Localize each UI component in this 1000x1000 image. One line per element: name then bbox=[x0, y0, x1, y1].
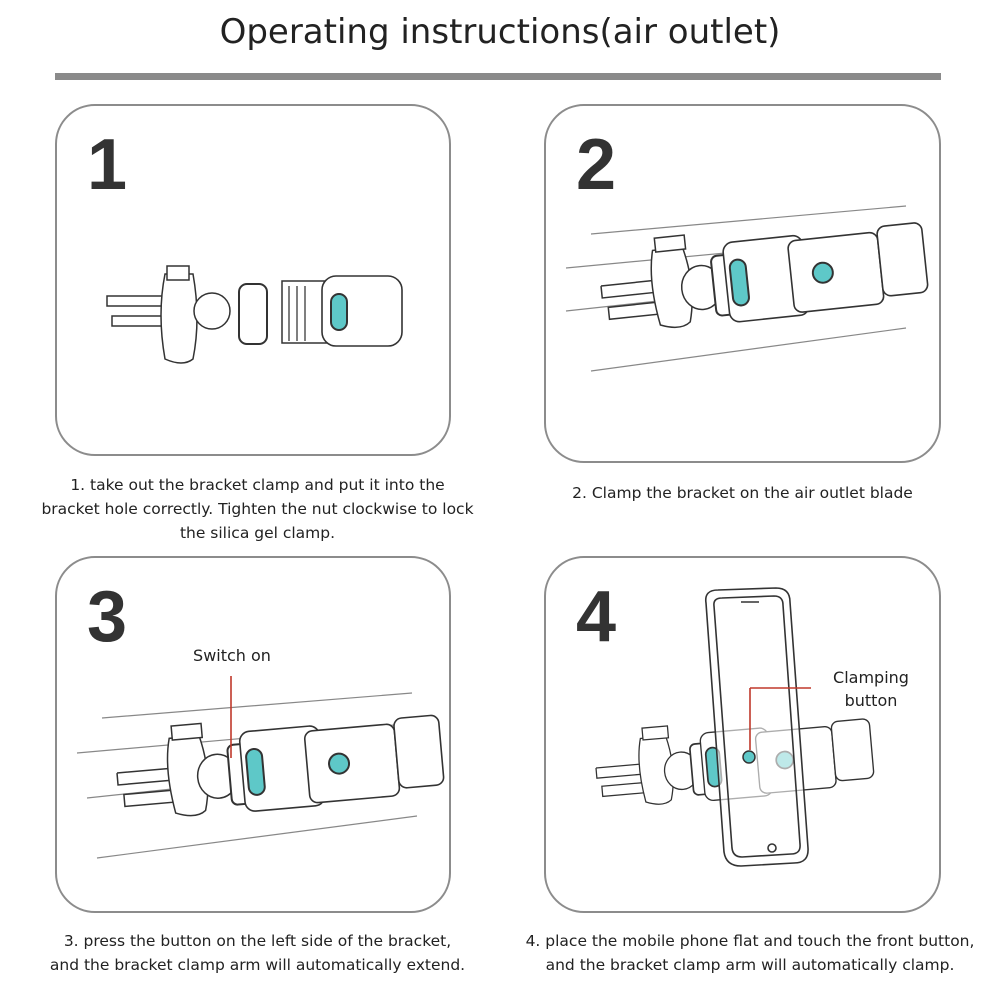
caption-line: and the bracket clamp arm will automatic… bbox=[545, 956, 955, 974]
step-2-caption: 2. Clamp the bracket on the air outlet b… bbox=[545, 481, 940, 505]
label-line: button bbox=[844, 691, 898, 710]
caption-line: and the bracket clamp arm will automatic… bbox=[49, 956, 466, 974]
step-3-panel: 3 Switch on bbox=[55, 556, 451, 913]
step-1-panel: 1 bbox=[55, 104, 451, 456]
switch-on-illustration bbox=[76, 676, 447, 859]
caption-line: 3. press the button on the left side of … bbox=[63, 932, 452, 950]
step-number: 1 bbox=[87, 125, 128, 205]
step-number: 4 bbox=[576, 577, 617, 657]
bracket-on-vent-illustration bbox=[565, 205, 931, 372]
step-number: 3 bbox=[87, 577, 128, 657]
label-line: Clamping bbox=[833, 668, 909, 687]
step-4-caption: 4. place the mobile phone flat and touch… bbox=[505, 929, 995, 977]
caption-line: 1. take out the bracket clamp and put it… bbox=[70, 476, 445, 494]
caption-line: the silica gel clamp. bbox=[179, 524, 336, 542]
caption-line: 4. place the mobile phone flat and touch… bbox=[525, 932, 975, 950]
step-4-panel: 4 Clamping button bbox=[544, 556, 941, 913]
title-divider bbox=[55, 73, 941, 80]
switch-on-label: Switch on bbox=[193, 646, 271, 665]
phone-mount-illustration bbox=[592, 587, 876, 867]
page-title: Operating instructions(air outlet) bbox=[219, 12, 781, 52]
caption-line: 2. Clamp the bracket on the air outlet b… bbox=[572, 484, 913, 502]
step-3-caption: 3. press the button on the left side of … bbox=[20, 929, 495, 977]
step-2-panel: 2 bbox=[544, 104, 941, 463]
step-1-caption: 1. take out the bracket clamp and put it… bbox=[20, 473, 495, 545]
exploded-bracket-illustration bbox=[106, 265, 403, 364]
step-number: 2 bbox=[576, 125, 617, 205]
caption-line: bracket hole correctly. Tighten the nut … bbox=[41, 500, 474, 518]
clamping-button-label: Clamping button bbox=[816, 666, 926, 712]
